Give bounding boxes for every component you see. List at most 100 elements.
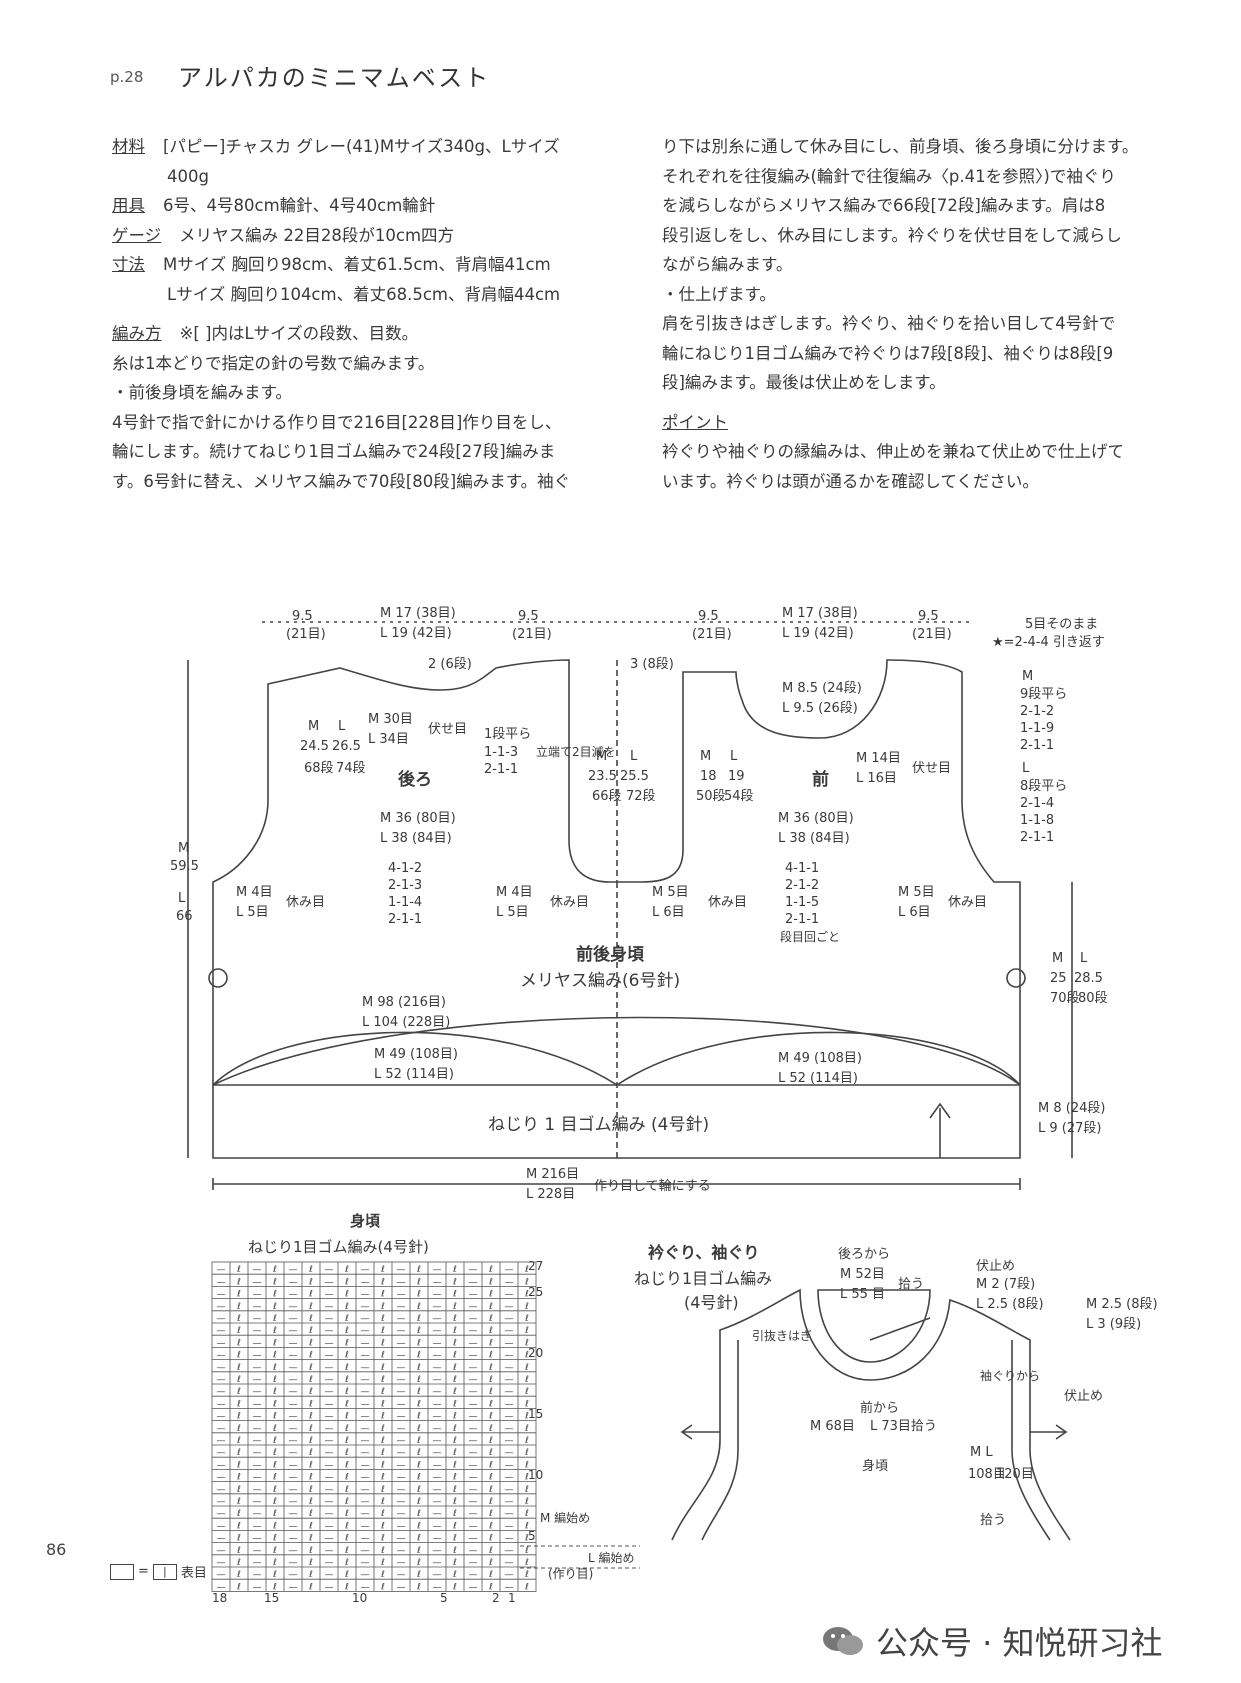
twisted-knit-symbol: ℓ: [272, 1582, 277, 1592]
twisted-knit-symbol: ℓ: [272, 1460, 277, 1470]
purl-symbol: —: [217, 1497, 226, 1507]
purl-symbol: —: [361, 1448, 370, 1458]
twisted-knit-symbol: ℓ: [380, 1485, 385, 1495]
purl-symbol: —: [505, 1473, 514, 1483]
purl-symbol: —: [325, 1302, 334, 1312]
twisted-knit-symbol: ℓ: [272, 1338, 277, 1348]
purl-symbol: —: [433, 1290, 442, 1300]
purl-symbol: —: [505, 1509, 514, 1519]
twisted-knit-symbol: ℓ: [524, 1290, 529, 1300]
purl-symbol: —: [325, 1582, 334, 1592]
twisted-knit-symbol: ℓ: [344, 1302, 349, 1312]
dec-text: 2-1-1: [388, 912, 422, 927]
twisted-knit-symbol: ℓ: [308, 1521, 313, 1531]
twisted-knit-symbol: ℓ: [236, 1302, 241, 1312]
purl-symbol: —: [433, 1424, 442, 1434]
dim-text: M 36 (80目): [778, 811, 854, 826]
purl-symbol: —: [253, 1351, 262, 1361]
purl-symbol: —: [469, 1436, 478, 1446]
twisted-knit-symbol: ℓ: [488, 1485, 493, 1495]
purl-symbol: —: [325, 1277, 334, 1287]
purl-symbol: —: [433, 1412, 442, 1422]
chart-legend: = | 表目: [110, 1562, 207, 1581]
purl-symbol: —: [469, 1387, 478, 1397]
purl-symbol: —: [325, 1387, 334, 1397]
row-number: 27: [528, 1259, 543, 1273]
dim-text: M 8.5 (24段): [782, 681, 862, 696]
twisted-knit-symbol: ℓ: [488, 1570, 493, 1580]
finish-text: M 68目: [810, 1419, 855, 1434]
finish-text: 108目: [968, 1467, 1006, 1482]
purl-symbol: —: [289, 1570, 298, 1580]
purl-symbol: —: [253, 1326, 262, 1336]
purl-symbol: —: [433, 1460, 442, 1470]
twisted-knit-symbol: ℓ: [452, 1290, 457, 1300]
col-number: 15: [264, 1591, 279, 1605]
twisted-knit-symbol: ℓ: [308, 1290, 313, 1300]
purl-symbol: —: [505, 1375, 514, 1385]
purl-symbol: —: [361, 1497, 370, 1507]
dim-text: 72段: [626, 789, 656, 804]
twisted-knit-symbol: ℓ: [488, 1558, 493, 1568]
method-line: 肩を引抜きはぎします。衿ぐり、袖ぐりを拾い目して4号針で: [662, 314, 1116, 333]
twisted-knit-symbol: ℓ: [452, 1485, 457, 1495]
twisted-knit-symbol: ℓ: [344, 1412, 349, 1422]
purl-symbol: —: [253, 1448, 262, 1458]
purl-symbol: —: [253, 1302, 262, 1312]
twisted-knit-symbol: ℓ: [272, 1399, 277, 1409]
purl-symbol: —: [325, 1338, 334, 1348]
dim-text: L 5目: [236, 905, 269, 920]
dim-text: 18: [700, 769, 717, 784]
rib-label: ねじり 1 目ゴム編み (4号針): [488, 1114, 709, 1135]
purl-symbol: —: [469, 1448, 478, 1458]
purl-symbol: —: [325, 1290, 334, 1300]
dim-text: L 52 (114目): [778, 1071, 858, 1086]
twisted-knit-symbol: ℓ: [452, 1412, 457, 1422]
dim-text: (21目): [512, 627, 552, 642]
dec-text: 1-1-9: [1020, 721, 1054, 736]
purl-symbol: —: [361, 1570, 370, 1580]
purl-symbol: —: [505, 1277, 514, 1287]
purl-symbol: —: [433, 1399, 442, 1409]
twisted-knit-symbol: ℓ: [416, 1363, 421, 1373]
purl-symbol: —: [217, 1265, 226, 1275]
twisted-knit-symbol: ℓ: [416, 1351, 421, 1361]
purl-symbol: —: [289, 1534, 298, 1544]
twisted-knit-symbol: ℓ: [380, 1509, 385, 1519]
twisted-knit-symbol: ℓ: [344, 1485, 349, 1495]
row-number: 20: [528, 1346, 543, 1360]
twisted-knit-symbol: ℓ: [488, 1412, 493, 1422]
page-reference: p.28: [110, 68, 144, 86]
twisted-knit-symbol: ℓ: [308, 1338, 313, 1348]
purl-symbol: —: [505, 1497, 514, 1507]
purl-symbol: —: [505, 1436, 514, 1446]
twisted-knit-symbol: ℓ: [524, 1497, 529, 1507]
twisted-knit-symbol: ℓ: [272, 1326, 277, 1336]
twisted-knit-symbol: ℓ: [272, 1302, 277, 1312]
dim-text: 19: [728, 769, 745, 784]
twisted-knit-symbol: ℓ: [236, 1326, 241, 1336]
twisted-knit-symbol: ℓ: [524, 1509, 529, 1519]
purl-symbol: —: [469, 1558, 478, 1568]
purl-symbol: —: [217, 1338, 226, 1348]
twisted-knit-symbol: ℓ: [272, 1546, 277, 1556]
twisted-knit-symbol: ℓ: [380, 1534, 385, 1544]
twisted-knit-symbol: ℓ: [236, 1509, 241, 1519]
dim-text: 23.5: [588, 769, 617, 784]
method-line: ・前後身頃を編みます。: [112, 383, 292, 402]
dim-text: 作り目して輪にする: [594, 1178, 711, 1194]
purl-symbol: —: [361, 1460, 370, 1470]
instructions-right-column: り下は別糸に通して休み目にし、前身頃、後ろ身頃に分けます。 それぞれを往復編み(…: [662, 132, 1182, 496]
purl-symbol: —: [397, 1582, 406, 1592]
purl-symbol: —: [361, 1412, 370, 1422]
twisted-knit-symbol: ℓ: [380, 1363, 385, 1373]
purl-symbol: —: [361, 1290, 370, 1300]
dim-text: 9.5: [292, 609, 313, 624]
twisted-knit-symbol: ℓ: [416, 1570, 421, 1580]
twisted-knit-symbol: ℓ: [344, 1375, 349, 1385]
purl-symbol: —: [325, 1509, 334, 1519]
purl-symbol: —: [361, 1582, 370, 1592]
purl-symbol: —: [397, 1460, 406, 1470]
twisted-knit-symbol: ℓ: [416, 1265, 421, 1275]
dim-text: L 5目: [496, 905, 529, 920]
